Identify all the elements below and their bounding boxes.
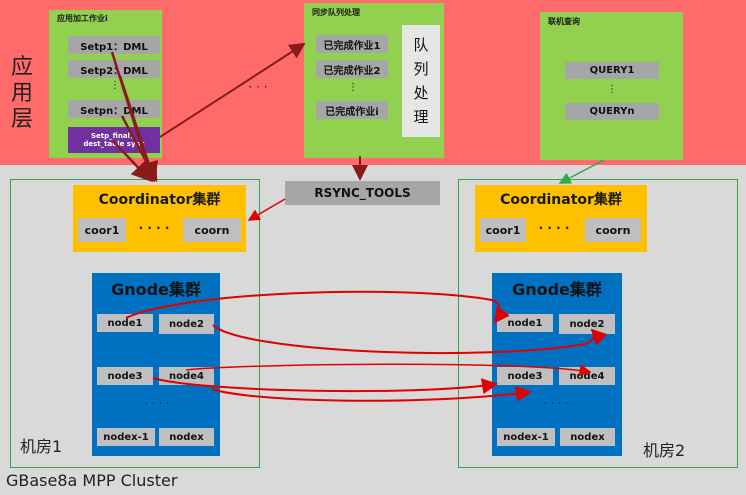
room-2-coor1: coor1	[480, 218, 526, 242]
arrow-stepn-to-coordinator	[120, 115, 158, 183]
room-1-coordinator-ellipsis: · · · ·	[138, 221, 170, 235]
step-2-box: Setp2：DML	[68, 60, 160, 78]
replication-node4-to-node4	[211, 385, 532, 402]
query-ellipsis: ⋮	[607, 84, 617, 95]
arrow-rsync-to-room1-coordinator	[247, 198, 286, 221]
room-1-node3: node3	[97, 367, 153, 385]
rsync-tools-box: RSYNC_TOOLS	[285, 181, 440, 205]
replication-node2-to-node2	[212, 324, 608, 355]
room-1-label: 机房1	[20, 437, 63, 456]
room-1-coordinator-title: Coordinator集群	[98, 192, 221, 208]
room-2-node3: node3	[497, 367, 553, 385]
arrow-final-to-queue	[159, 42, 306, 138]
online-query-title: 联机查询	[548, 17, 580, 26]
queue-processing-tag: 队 列 处 理	[402, 25, 440, 137]
queue-tag-char-2: 列	[413, 60, 429, 78]
replication-node4-to-node4-upper	[185, 363, 592, 377]
final-step-line-2: dest_table sync	[83, 140, 145, 148]
room-2-coorn: coorn	[585, 218, 641, 242]
completed-job-i: 已完成作业i	[316, 101, 388, 119]
room-2-node1: node1	[497, 314, 553, 332]
completed-job-1: 已完成作业1	[316, 35, 388, 53]
query-n-box: QUERYn	[565, 103, 659, 120]
queue-tag-char-4: 理	[413, 108, 429, 126]
steps-ellipsis: ⋮	[110, 80, 120, 91]
room-2-nodex-1: nodex-1	[497, 428, 555, 446]
room-1-gnode-ellipsis: · · · ·	[144, 397, 170, 410]
room-1-coorn: coorn	[183, 218, 241, 242]
panels-ellipsis: · · ·	[248, 80, 268, 94]
room-2-gnode-title: Gnode集群	[512, 280, 602, 299]
room-2-coordinator-ellipsis: · · · ·	[538, 221, 570, 235]
room-2-label: 机房2	[643, 441, 686, 460]
room-1-node4: node4	[159, 367, 214, 385]
sync-queue-title: 同步队列处理	[312, 8, 360, 17]
room-1-gnode-cluster	[92, 273, 220, 456]
queue-tag-char-3: 处	[413, 84, 429, 102]
room-2-coordinator-title: Coordinator集群	[500, 192, 622, 208]
arrow-final-to-coordinator	[111, 139, 152, 182]
room-2-gnode-cluster	[492, 273, 622, 456]
room-1-node1: node1	[97, 314, 153, 332]
room-1-gnode-title: Gnode集群	[111, 280, 201, 299]
step-n-box: Setpn：DML	[68, 100, 160, 118]
step-1-box: Setp1：DML	[68, 36, 160, 54]
completed-job-2: 已完成作业2	[316, 60, 388, 78]
room-2-gnode-ellipsis: · · · ·	[543, 397, 569, 410]
room-2-nodex: nodex	[560, 428, 615, 446]
arrow-query-to-room2-coordinator	[558, 159, 605, 184]
query-1-box: QUERY1	[565, 62, 659, 79]
app-jobs-title: 应用加工作业i	[57, 14, 108, 23]
room-1-nodex: nodex	[159, 428, 214, 446]
application-layer-label: 应用层	[10, 55, 33, 132]
replication-node3-to-node3	[152, 377, 498, 395]
replication-node1-to-node1	[125, 290, 510, 324]
final-step-line-1: Setp_final：	[91, 132, 137, 140]
room-1-nodex-1: nodex-1	[97, 428, 155, 446]
room-1-coor1: coor1	[78, 218, 126, 242]
queue-ellipsis: ⋮	[348, 82, 358, 93]
online-query-panel	[540, 12, 683, 160]
queue-tag-char-1: 队	[413, 36, 429, 54]
cluster-caption: GBase8a MPP Cluster	[6, 471, 178, 490]
room-1-node2: node2	[159, 314, 214, 334]
room-2-frame	[458, 179, 738, 468]
